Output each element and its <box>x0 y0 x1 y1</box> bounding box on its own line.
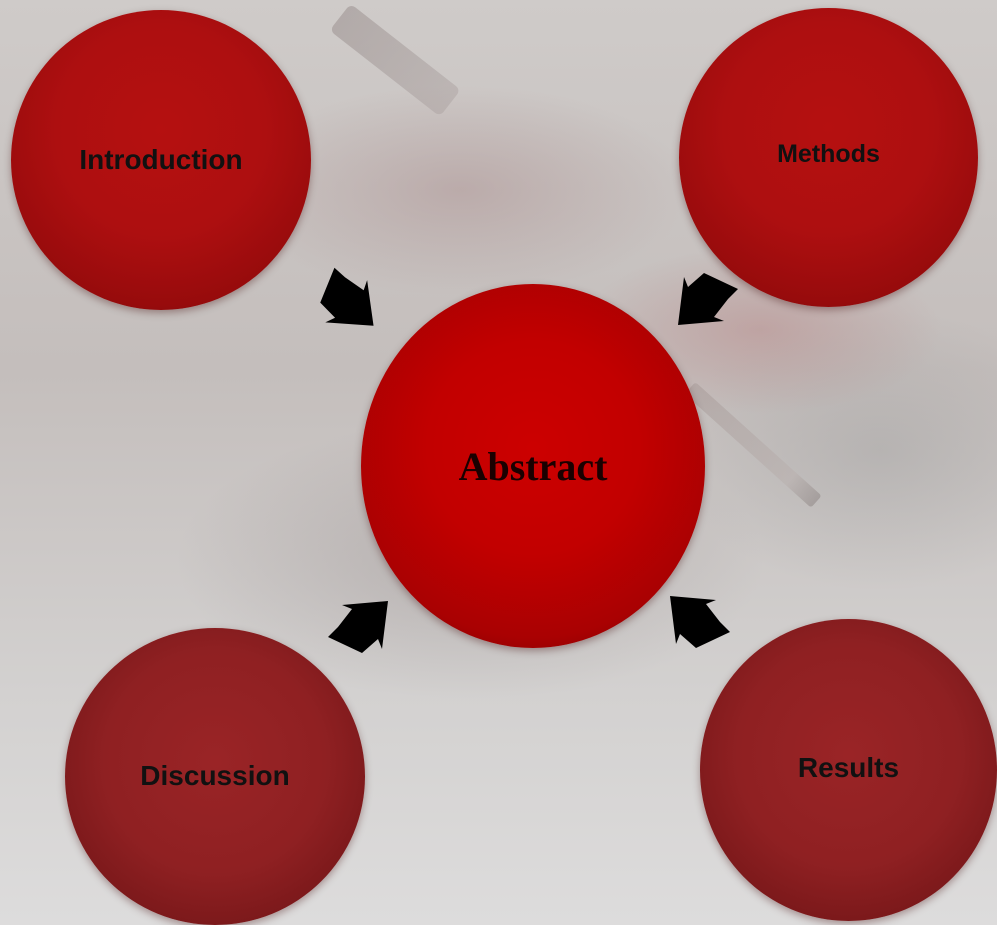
arrow-methods-icon <box>678 273 738 325</box>
introduction-label: Introduction <box>79 144 243 175</box>
arrow-introduction-icon <box>320 267 374 326</box>
results-circle: Results <box>700 619 997 921</box>
abstract-circle: Abstract <box>361 284 705 648</box>
methods-label: Methods <box>777 140 880 168</box>
results-label: Results <box>797 751 900 783</box>
arrow-results-icon <box>670 596 730 648</box>
arrow-discussion-icon <box>328 601 388 653</box>
discussion-circle: Discussion <box>65 628 365 925</box>
methods-circle: Methods <box>679 8 978 307</box>
abstract-label: Abstract <box>458 443 608 489</box>
discussion-label: Discussion <box>140 759 290 791</box>
introduction-circle: Introduction <box>11 10 311 310</box>
